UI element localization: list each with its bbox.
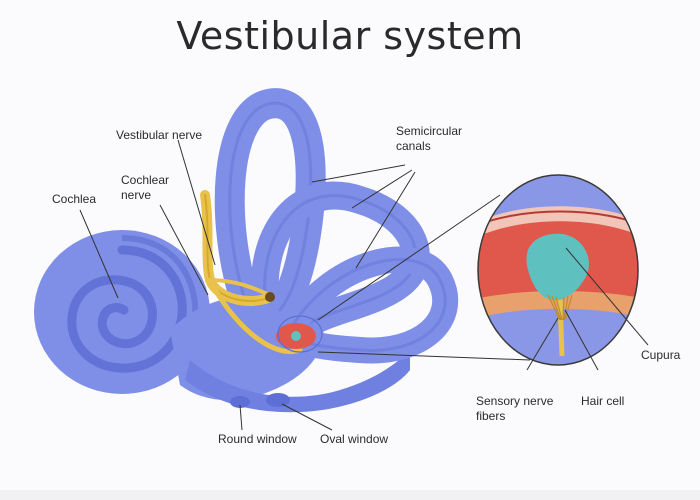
label-semicircular-canals: Semicircular canals — [396, 124, 462, 154]
round-window-shape — [230, 396, 250, 408]
label-round-window: Round window — [218, 432, 297, 446]
label-semicircular-line1: Semicircular — [396, 124, 463, 138]
bottom-strip — [0, 490, 700, 500]
label-cochlear-nerve: Cochlear nerve — [121, 173, 169, 203]
label-sensory-line2: fibers — [476, 409, 506, 423]
label-cochlear-nerve-line2: nerve — [121, 188, 152, 202]
zoom-callout — [317, 174, 639, 366]
leader-lines — [79, 139, 649, 431]
oval-window-shape — [266, 393, 290, 407]
page-title: Vestibular system — [176, 14, 524, 58]
label-cupura: Cupura — [641, 348, 681, 362]
label-semicircular-line2: canals — [396, 139, 431, 153]
label-hair-cell: Hair cell — [581, 394, 625, 408]
label-sensory-line1: Sensory nerve — [476, 394, 554, 408]
semicircular-canals-shape — [214, 88, 459, 364]
label-vestibular-nerve: Vestibular nerve — [116, 128, 203, 142]
label-oval-window: Oval window — [320, 432, 389, 446]
label-cochlear-nerve-line1: Cochlear — [121, 173, 170, 187]
label-sensory-nerve-fibers: Sensory nerve fibers — [476, 394, 553, 424]
ampulla-highlight — [276, 315, 323, 353]
label-cochlea: Cochlea — [52, 192, 97, 206]
nerves-shape — [200, 190, 303, 354]
